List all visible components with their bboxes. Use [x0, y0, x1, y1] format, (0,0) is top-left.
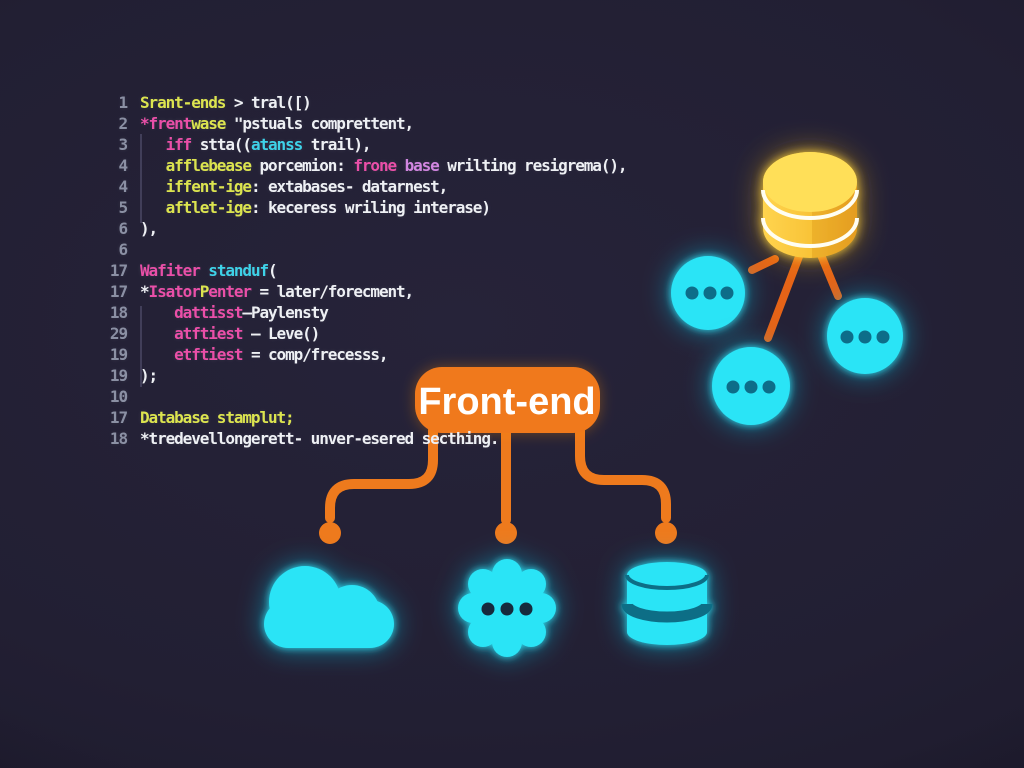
code-line: 18 dattisst—Paylensty: [0, 302, 626, 323]
ellipsis-dot: [685, 286, 699, 300]
front-end-diagram: Front-end: [264, 367, 713, 657]
database-cluster-diagram: [671, 152, 903, 425]
connector-dots: [319, 522, 677, 544]
code-text: );: [140, 366, 158, 385]
code-line: 18 *tredevellongerett- unver-esered secth…: [0, 428, 626, 449]
ellipsis-dot: [519, 602, 533, 616]
line-number: 17: [109, 408, 128, 427]
line-number: 10: [109, 387, 128, 406]
line-number: 19: [109, 345, 128, 364]
line-number: 19: [109, 366, 128, 385]
connector-right: [575, 425, 671, 523]
code-text: dattisst—Paylensty: [174, 303, 329, 322]
code-text: [127, 239, 140, 260]
code-line: 2 *frentwase "pstuals comprettent,: [0, 113, 626, 134]
node-circle: [671, 256, 745, 330]
link-line: [748, 255, 779, 274]
code-line: 17 Wafiter standuf(: [0, 260, 626, 281]
code-text: ),: [140, 219, 158, 238]
connector-dot: [319, 522, 341, 544]
code-text: Srant-ends > tral([): [140, 93, 312, 112]
line-number: 4: [118, 156, 128, 175]
code-line: 29 atftiest — Leve(): [0, 323, 626, 344]
line-number: 5: [118, 198, 128, 217]
indent-guide: [140, 134, 142, 223]
line-number: 3: [118, 135, 128, 154]
indent-guide: [140, 306, 142, 387]
connector-dot: [495, 522, 517, 544]
code-text: *frentwase "pstuals comprettent,: [140, 114, 414, 133]
code-editor: 1 Srant-ends > tral([) 2 *frentwase "pstual…: [0, 92, 628, 449]
gold-database-icon: [761, 152, 859, 258]
code-line: 5 aftlet-ige: keceress wriling interase): [0, 197, 626, 218]
code-text: aftlet-ige: keceress wriling interase): [165, 198, 491, 217]
ellipsis-dot: [876, 330, 890, 344]
connector-left: [325, 425, 438, 523]
ellipsis-dot: [840, 330, 854, 344]
ellipsis-dot: [858, 330, 872, 344]
code-line: 19 etftiest = comp/frecesss,: [0, 344, 626, 365]
line-number: 18: [109, 429, 128, 448]
front-end-label: Front-end: [418, 381, 595, 423]
code-line: 19);: [0, 365, 626, 386]
code-line: 1 Srant-ends > tral([): [0, 92, 626, 113]
ellipsis-dot: [481, 602, 495, 616]
code-line: 17 Database stamplut;: [0, 407, 626, 428]
connector-dot: [655, 522, 677, 544]
front-end-box: Front-end: [415, 367, 600, 433]
code-text: Database stamplut;: [140, 408, 295, 427]
ellipsis-dot: [703, 286, 717, 300]
code-line: 6: [0, 239, 626, 260]
code-line: 3 iff stta((atanss trail),: [0, 134, 626, 155]
line-number: 18: [109, 303, 128, 322]
link-line: [817, 251, 842, 300]
code-line: 4 iffent-ige: extabases- datarnest,: [0, 176, 626, 197]
code-text: *tredevellongerett- unver-esered secthin…: [140, 429, 499, 448]
line-number: 4: [118, 177, 128, 196]
code-text: Wafiter standuf(: [140, 261, 278, 280]
cluster-links: [748, 250, 842, 342]
code-text: etftiest = comp/frecesss,: [174, 345, 388, 364]
code-line: 6),: [0, 218, 626, 239]
code-text: [127, 386, 140, 407]
cloud-icon: [264, 566, 394, 648]
code-line: 10: [0, 386, 626, 407]
database-icon: [621, 562, 713, 645]
code-text: atftiest — Leve(): [174, 324, 320, 343]
front-end-connectors: [325, 425, 671, 525]
ellipsis-dot: [720, 286, 734, 300]
line-number: 29: [109, 324, 128, 343]
node-circle: [827, 298, 903, 374]
code-text: afflebease porcemion: frone base wriltin…: [165, 156, 628, 175]
ellipsis-dot: [762, 380, 776, 394]
line-number: 17: [109, 261, 128, 280]
link-line: [764, 250, 804, 342]
code-text: *IsatorPenter = later/forecment,: [140, 282, 414, 301]
ellipsis-dot: [500, 602, 514, 616]
code-line: 4 afflebease porcemion: frone base wrilt…: [0, 155, 628, 176]
code-text: iffent-ige: extabases- datarnest,: [165, 177, 449, 196]
ellipsis-dot: [726, 380, 740, 394]
line-number: 6: [118, 240, 128, 259]
line-number: 2: [118, 114, 128, 133]
code-line: 17 *IsatorPenter = later/forecment,: [0, 281, 626, 302]
ellipsis-dot: [744, 380, 758, 394]
gear-icon: [458, 559, 556, 657]
line-number: 1: [118, 93, 128, 112]
line-number: 6: [118, 219, 128, 238]
node-circle: [712, 347, 790, 425]
line-number: 17: [109, 282, 128, 301]
code-text: iff stta((atanss trail),: [165, 135, 372, 154]
